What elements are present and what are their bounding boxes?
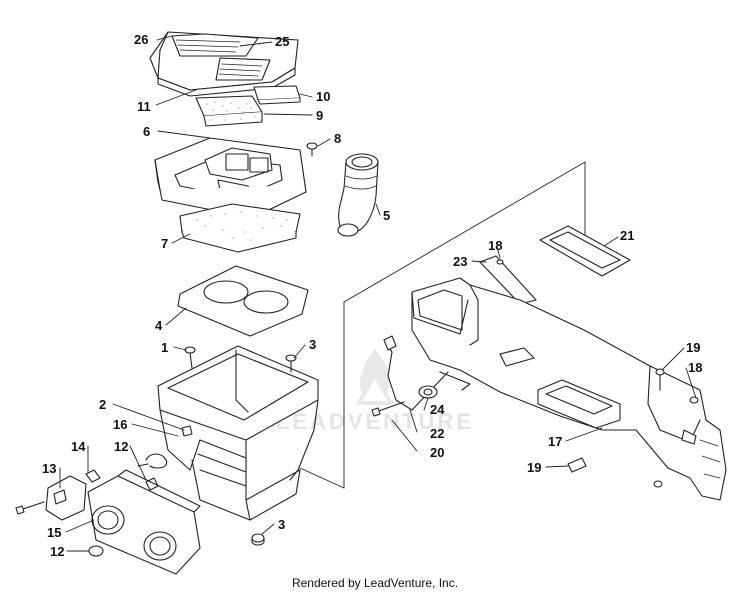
callout-10: 10 xyxy=(316,89,330,104)
callout-22: 22 xyxy=(430,426,444,441)
callout-18-lower: 18 xyxy=(688,360,702,375)
screw-3-lower-part[interactable] xyxy=(251,533,265,546)
foam-filter-10-part[interactable] xyxy=(253,85,301,105)
screw-3-upper-part[interactable] xyxy=(285,354,297,373)
callout-3-lower: 3 xyxy=(278,517,285,532)
callout-12-lower: 12 xyxy=(50,544,64,559)
callout-24: 24 xyxy=(430,402,445,417)
screw-18-lower-part[interactable] xyxy=(689,396,699,404)
callout-4: 4 xyxy=(155,318,163,333)
intake-elbow-5-part[interactable] xyxy=(337,153,379,237)
callout-17: 17 xyxy=(548,434,562,449)
callout-8: 8 xyxy=(334,131,341,146)
filter-housing-tray-6-part[interactable] xyxy=(154,137,307,219)
flame-logo-icon xyxy=(355,349,395,405)
screw-18-upper-part[interactable] xyxy=(496,259,504,265)
callout-19-upper: 19 xyxy=(686,340,700,355)
screw-19-upper-part[interactable] xyxy=(655,368,665,391)
assembly-bracket-lines xyxy=(299,161,586,489)
callout-26: 26 xyxy=(134,32,148,47)
plug-12-lower-part[interactable] xyxy=(88,545,104,557)
callout-14: 14 xyxy=(71,439,86,454)
plug-12-upper-part[interactable] xyxy=(145,477,159,491)
airbox-lid-part[interactable] xyxy=(149,31,299,97)
callout-21: 21 xyxy=(620,228,634,243)
callout-23: 23 xyxy=(453,254,467,269)
screw-20-part[interactable] xyxy=(371,401,405,417)
callout-15: 15 xyxy=(47,525,61,540)
callout-16: 16 xyxy=(113,417,127,432)
render-caption: Rendered by LeadVenture, Inc. xyxy=(291,576,459,590)
callout-2: 2 xyxy=(99,397,106,412)
bushing-14-part[interactable] xyxy=(85,469,101,483)
screw-19-lower-part[interactable] xyxy=(567,457,587,473)
callout-13: 13 xyxy=(42,461,56,476)
callout-18-upper: 18 xyxy=(488,238,502,253)
callout-20: 20 xyxy=(430,445,444,460)
screw-13-part[interactable] xyxy=(15,501,45,515)
callout-12-upper: 12 xyxy=(114,439,128,454)
callout-labels: 26 25 11 10 9 6 8 5 7 4 1 3 2 16 14 12 1… xyxy=(42,32,702,559)
callout-6: 6 xyxy=(143,124,150,139)
callout-3-upper: 3 xyxy=(309,337,316,352)
seal-frame-21-part[interactable] xyxy=(539,225,631,277)
bracket-23-part[interactable] xyxy=(479,255,537,305)
callout-19-lower: 19 xyxy=(527,460,541,475)
console-body-17-part[interactable] xyxy=(411,277,727,501)
hose-clamp-16-part[interactable] xyxy=(137,453,168,469)
foam-filter-7-part[interactable] xyxy=(179,203,301,253)
filter-element-9-part[interactable] xyxy=(195,95,263,127)
gasket-plate-4-part[interactable] xyxy=(177,265,309,337)
rod-22-part[interactable] xyxy=(383,335,449,411)
screw-8-part[interactable] xyxy=(306,142,318,157)
twin-duct-15-part[interactable] xyxy=(45,469,201,575)
callout-1: 1 xyxy=(161,340,168,355)
grommet-2-part[interactable] xyxy=(181,425,193,437)
callout-7: 7 xyxy=(161,236,168,251)
lower-airbox-1-part[interactable] xyxy=(157,345,319,521)
callout-11: 11 xyxy=(137,99,151,114)
callout-25: 25 xyxy=(275,34,289,49)
leader-lines xyxy=(59,35,697,552)
callout-5: 5 xyxy=(383,208,390,223)
callout-9: 9 xyxy=(316,108,323,123)
